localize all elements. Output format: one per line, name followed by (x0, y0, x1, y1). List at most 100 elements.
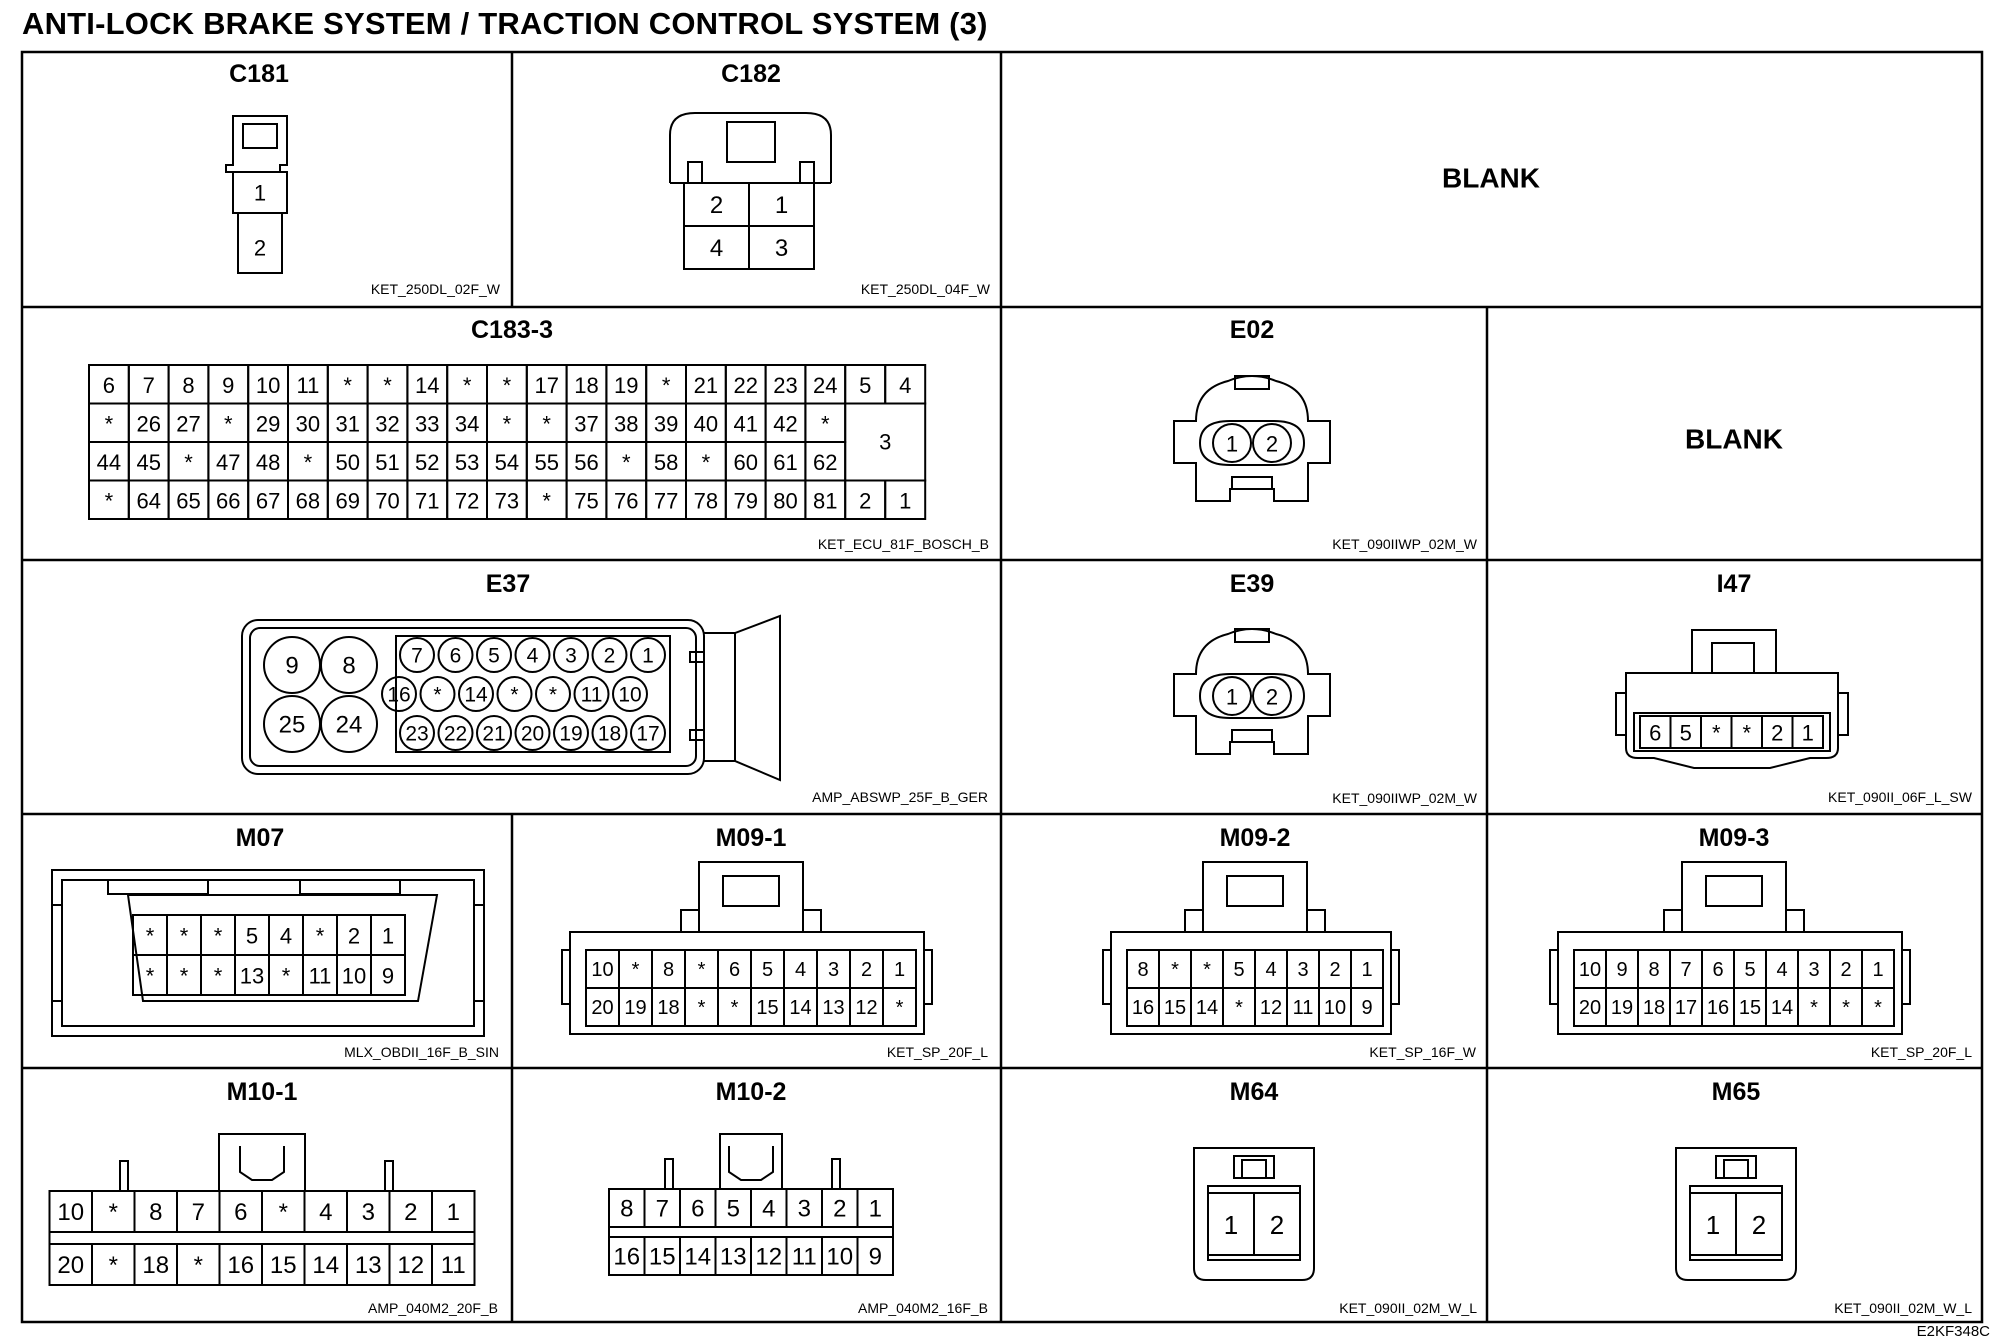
outline (669, 112, 832, 183)
pin-cell: 1 (1350, 949, 1384, 989)
pin-cell: 14 (303, 1243, 348, 1286)
connector-name: E39 (1230, 570, 1274, 598)
pin-cell: 3 (346, 1190, 391, 1233)
connector-name: M09-3 (1699, 824, 1770, 852)
pin-label: 17 (636, 723, 659, 746)
pin-cell: * (717, 987, 752, 1027)
pin-cell: 11 (431, 1243, 476, 1286)
pin-cell: * (1700, 715, 1733, 749)
pin-cell: * (88, 402, 130, 443)
pin-label: 15 (649, 1244, 676, 1271)
part-number: KET_ECU_81F_BOSCH_B (818, 536, 989, 552)
pin-label: 4 (1265, 959, 1276, 981)
pin-cell: 5 (750, 949, 785, 989)
pin-cell: 4 (1765, 949, 1799, 989)
pin-label: 24 (336, 712, 363, 739)
pin-outline (320, 695, 378, 753)
pin-cell: 22 (437, 715, 474, 751)
pin-label: 2 (1329, 959, 1340, 981)
pin-label: 3 (565, 645, 577, 668)
pin-cell: 16 (1701, 987, 1735, 1027)
pin-cell: 14 (1190, 987, 1224, 1027)
pin-cell: 5 (1222, 949, 1256, 989)
grid-lines (20, 50, 1984, 1324)
pin-cell: 71 (406, 479, 449, 520)
pin-label: 8 (663, 959, 674, 981)
pin-cell: 32 (366, 402, 409, 443)
pin-outline (437, 715, 474, 751)
pin-cell: * (132, 914, 168, 956)
pin-label: 15 (270, 1252, 297, 1279)
pin-outline (431, 1243, 476, 1286)
pin-label: * (214, 924, 223, 949)
pin-label: * (1235, 997, 1243, 1019)
pin-cell: 2 (1829, 949, 1863, 989)
pin-cell: 1 (1861, 949, 1895, 989)
pin-label: 19 (559, 723, 582, 746)
pin-cell: 11 (1286, 987, 1320, 1027)
outline (239, 1146, 285, 1181)
blank-cell-mid: BLANK (1685, 424, 1783, 455)
pin-label: * (698, 959, 706, 981)
pin-label: 1 (382, 924, 394, 949)
pin-cell: 5 (1669, 715, 1702, 749)
pin-cell: 15 (1158, 987, 1192, 1027)
pin-label: 16 (1132, 997, 1154, 1019)
pin-label: 2 (1266, 432, 1278, 457)
pin-outline (1252, 676, 1292, 716)
pin-outline (458, 676, 494, 712)
pin-label: * (109, 1252, 118, 1279)
pin-cell: 39 (645, 402, 688, 443)
pin-cell: * (1797, 987, 1831, 1027)
pin-outline (419, 676, 456, 712)
pin-cell: * (684, 949, 719, 989)
pin-label: 7 (192, 1199, 205, 1226)
pin-label: * (1171, 959, 1179, 981)
pin-outline (320, 636, 378, 694)
pin-cell: 2 (591, 637, 628, 673)
pin-cell: 41 (724, 402, 767, 443)
pin-label: 20 (57, 1252, 84, 1279)
pin-cell: 21 (685, 364, 727, 405)
pin-cell: 4 (303, 1190, 348, 1233)
pin-cell: 14 (783, 987, 818, 1027)
pin-outline (1252, 423, 1292, 463)
pin-cell: 2 (388, 1190, 433, 1233)
pin-label: * (896, 997, 904, 1019)
pin-cell: 8 (1637, 949, 1671, 989)
pin-cell: * (1730, 715, 1763, 749)
pin-cell: 37 (565, 402, 608, 443)
outline (722, 875, 780, 907)
pin-cell: 1 (748, 182, 815, 227)
pin-label: 1 (1802, 721, 1814, 746)
pin-cell: 1 (882, 949, 917, 989)
pin-label: 1 (1706, 1210, 1720, 1240)
pin-label: 12 (1260, 997, 1282, 1019)
pin-cell: * (1861, 987, 1895, 1027)
pin-cell: 6 (1639, 715, 1672, 749)
pin-label: 30 (296, 411, 320, 436)
pin-label: 9 (869, 1244, 882, 1271)
pin-label: * (510, 684, 518, 707)
pin-outline (882, 987, 917, 1027)
pin-cell: 4 (268, 914, 304, 956)
pin-cell: * (1222, 987, 1256, 1027)
pin-label: 10 (57, 1199, 84, 1226)
pin-label: * (731, 997, 739, 1019)
pin-cell: * (1190, 949, 1224, 989)
pin-label: 75 (574, 488, 598, 513)
pin-cell: 77 (645, 479, 688, 520)
pin-outline (381, 676, 417, 712)
part-number: KET_250DL_02F_W (371, 281, 501, 297)
pin-outline (612, 676, 648, 712)
pin-cell: * (88, 479, 130, 520)
pin-cell: 54 (486, 441, 528, 482)
pin-cell: 33 (406, 402, 449, 443)
pin-label: 10 (826, 1244, 853, 1271)
pin-cell: 20 (48, 1243, 93, 1286)
pin-cell: 2 (1252, 676, 1292, 716)
pin-label: 7 (143, 373, 155, 398)
pin-label: 2 (604, 645, 616, 668)
outline (1549, 949, 1559, 1005)
